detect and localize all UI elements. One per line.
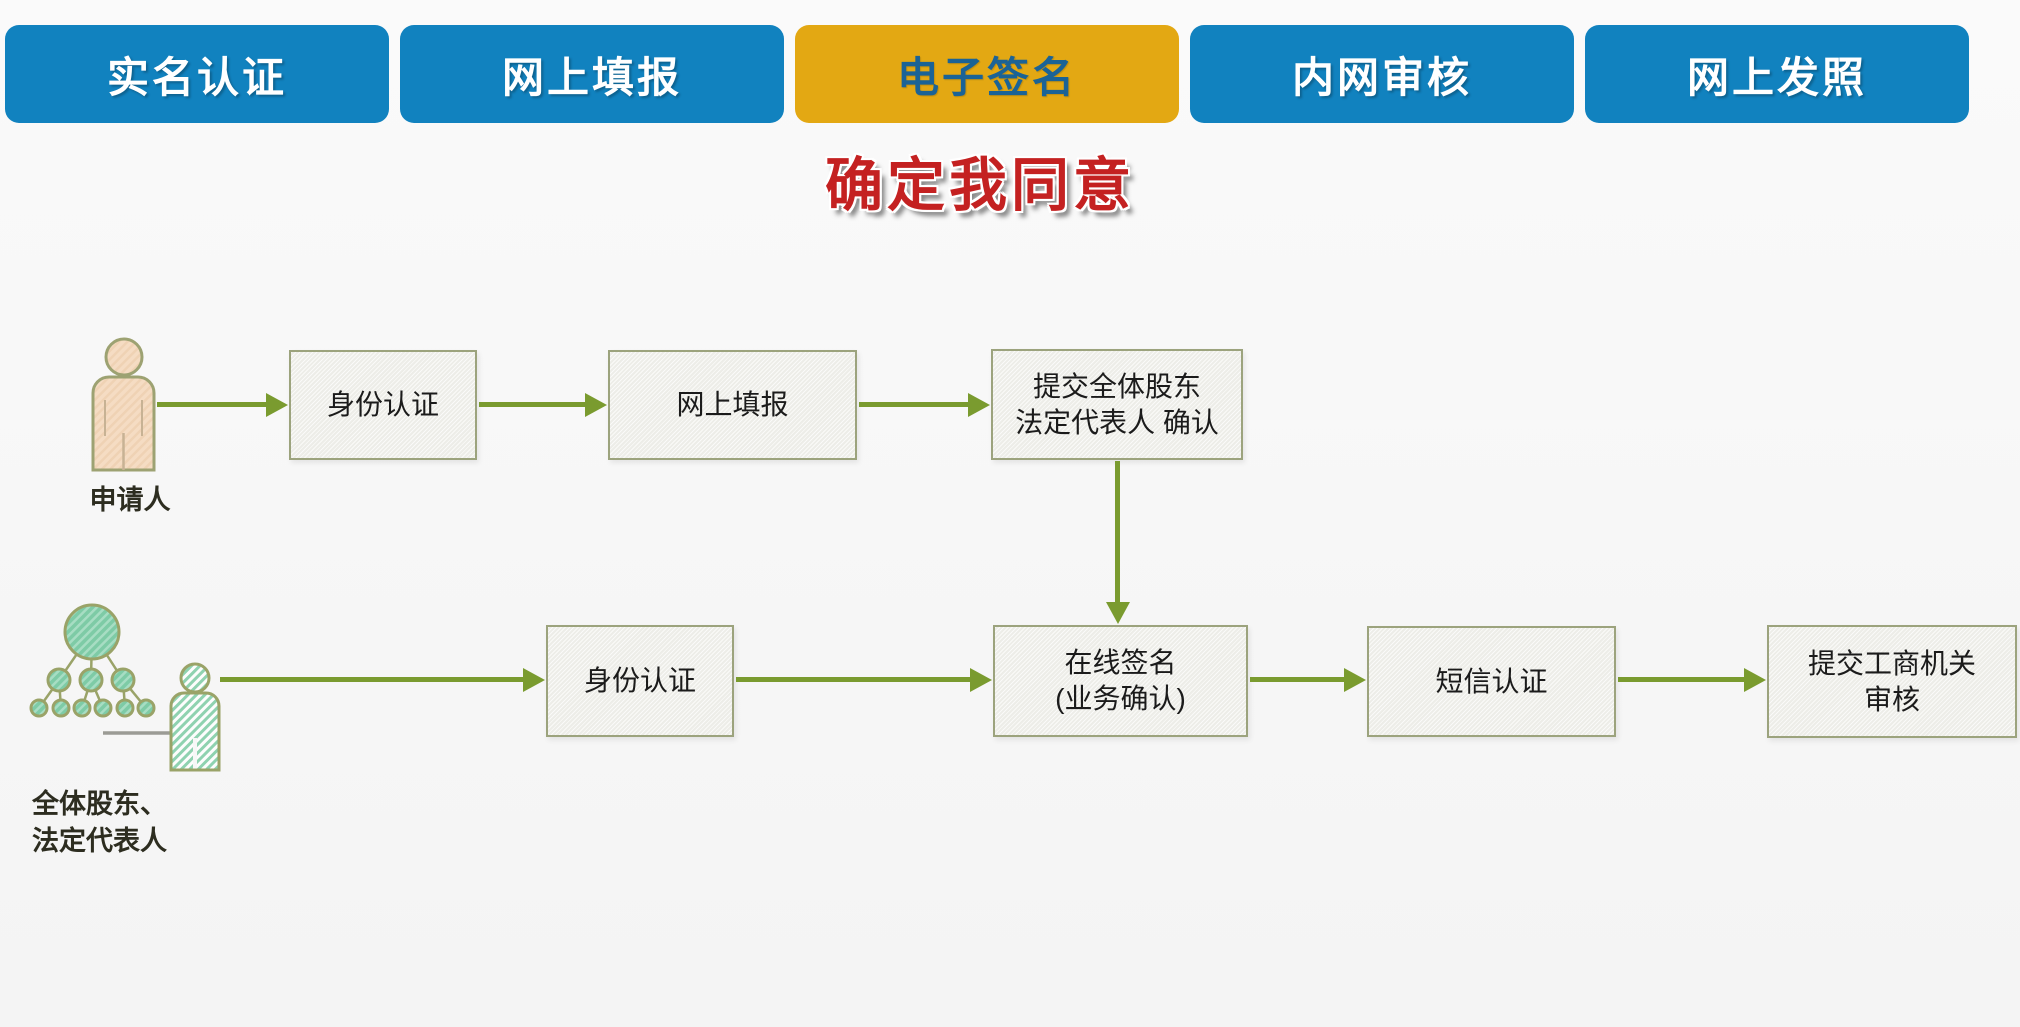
flow-box-identity-auth-top: 身份认证 xyxy=(289,350,477,460)
tab-step-e-signature[interactable]: 电子签名 xyxy=(795,25,1179,123)
arrow-identity-to-signature xyxy=(736,667,992,692)
arrow-sms-to-review xyxy=(1618,667,1766,692)
applicant-person-icon xyxy=(91,337,156,472)
flow-box-online-filing: 网上填报 xyxy=(608,350,857,460)
tab-step-realname-auth[interactable]: 实名认证 xyxy=(5,25,389,123)
flow-box-text: 身份认证 xyxy=(326,389,439,420)
flow-box-text: 网上填报 xyxy=(676,389,789,420)
shareholders-org-group-icon xyxy=(29,603,221,772)
shareholders-label: 全体股东、 法定代表人 xyxy=(32,786,167,860)
flow-box-text-line1: 提交全体股东 xyxy=(1032,370,1201,402)
flow-box-submit-review: 提交工商机关 审核 xyxy=(1767,625,2017,738)
page-title: 确定我同意 xyxy=(824,153,1136,218)
arrow-submit-to-signature xyxy=(1105,461,1130,624)
tab-step-intranet-review[interactable]: 内网审核 xyxy=(1190,25,1574,123)
flow-box-text-line2: 法定代表人 确认 xyxy=(1015,406,1219,438)
shareholders-label-line1: 全体股东、 xyxy=(32,789,167,819)
flow-box-submit-shareholders-confirm: 提交全体股东 法定代表人 确认 xyxy=(991,349,1243,460)
tab-step-online-filing[interactable]: 网上填报 xyxy=(400,25,784,123)
arrow-group-to-identity xyxy=(220,667,545,692)
flow-box-text-line2: 审核 xyxy=(1863,683,1920,715)
flow-box-text-line1: 在线签名 xyxy=(1064,647,1177,678)
flow-box-text: 身份认证 xyxy=(583,665,696,696)
arrow-filing-to-submit xyxy=(859,392,990,417)
arrow-identity-to-filing xyxy=(479,392,607,417)
shareholders-label-line2: 法定代表人 xyxy=(32,826,167,856)
flow-box-identity-auth-bottom: 身份认证 xyxy=(546,625,734,737)
flow-box-online-signature: 在线签名 (业务确认) xyxy=(993,625,1248,737)
arrow-signature-to-sms xyxy=(1250,667,1366,692)
flow-box-text-line1: 提交工商机关 xyxy=(1807,647,1976,679)
flow-box-sms-auth: 短信认证 xyxy=(1367,626,1616,737)
flow-box-text-line2: (业务确认) xyxy=(1055,683,1186,714)
process-steps-bar: 实名认证 网上填报 电子签名 内网审核 网上发照 xyxy=(5,25,1969,123)
flow-box-text: 短信认证 xyxy=(1435,665,1548,697)
applicant-label: 申请人 xyxy=(89,485,171,515)
arrow-applicant-to-identity xyxy=(157,392,288,417)
tab-step-online-license[interactable]: 网上发照 xyxy=(1585,25,1969,123)
